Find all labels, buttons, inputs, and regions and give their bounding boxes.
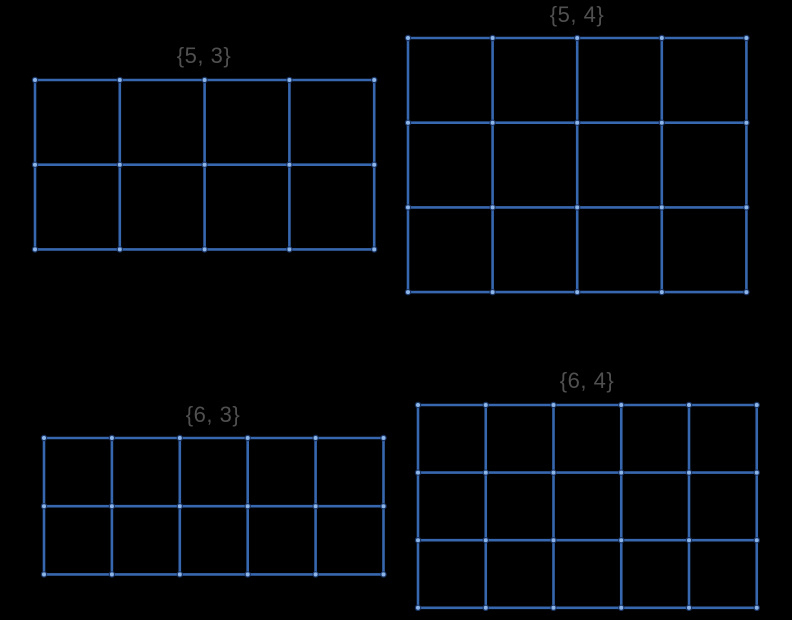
graph-vertex: [685, 604, 693, 612]
graph-vertex: [404, 288, 412, 296]
graph-vertex: [489, 288, 496, 296]
graph-vertex: [550, 604, 557, 612]
grid-graph-6x4: [414, 401, 760, 612]
graph-vertex: [550, 537, 557, 544]
graph-vertex: [618, 401, 625, 409]
graph-vertex: [685, 469, 693, 476]
graph-vertex: [116, 161, 124, 168]
graph-vertex: [286, 161, 293, 168]
graph-vertex: [489, 34, 496, 42]
graph-vertex: [286, 246, 293, 253]
graph-vertex: [31, 76, 39, 84]
graph-vertex: [574, 204, 581, 211]
grid-label-6-4: {6, 4}: [559, 368, 615, 393]
graph-vertex: [743, 204, 750, 211]
graph-vertex: [618, 469, 625, 476]
graph-vertex: [658, 288, 666, 296]
graph-vertex: [116, 246, 124, 253]
graph-vertex: [658, 34, 666, 42]
graph-vertex: [414, 469, 422, 476]
graph-vertex: [753, 401, 760, 409]
graph-vertex: [743, 119, 750, 126]
graph-vertex: [244, 571, 251, 578]
graph-vertex: [201, 161, 208, 168]
graph-vertex: [574, 288, 581, 296]
graph-vertex: [31, 161, 39, 168]
graph-vertex: [743, 288, 750, 296]
graph-vertex: [116, 76, 124, 84]
graph-vertex: [380, 434, 387, 442]
graph-vertex: [414, 537, 422, 544]
graph-vertex: [312, 571, 319, 578]
graph-vertex: [31, 246, 39, 253]
graph-vertex: [371, 246, 378, 253]
graph-vertex: [489, 119, 496, 126]
graph-vertex: [414, 401, 422, 409]
graph-vertex: [176, 503, 183, 510]
graph-vertex: [371, 161, 378, 168]
graph-vertex: [685, 537, 693, 544]
grid-label-5-4: {5, 4}: [549, 2, 605, 27]
graph-vertex: [753, 537, 760, 544]
graph-vertex: [312, 503, 319, 510]
graph-vertex: [244, 434, 251, 442]
graph-vertex: [108, 434, 116, 442]
graph-vertex: [371, 76, 378, 84]
graph-vertex: [574, 34, 581, 42]
graph-vertex: [753, 604, 760, 612]
graph-vertex: [176, 571, 183, 578]
graph-vertex: [618, 604, 625, 612]
graph-vertex: [176, 434, 183, 442]
graph-vertex: [753, 469, 760, 476]
grid-graph-5x4: [404, 34, 750, 296]
graph-vertex: [108, 571, 116, 578]
graph-vertex: [40, 434, 48, 442]
graph-vertex: [550, 469, 557, 476]
graph-vertex: [312, 434, 319, 442]
graph-vertex: [414, 604, 422, 612]
graph-vertex: [244, 503, 251, 510]
graph-vertex: [108, 503, 116, 510]
graph-vertex: [618, 537, 625, 544]
graph-vertex: [201, 246, 208, 253]
grid-label-5-3: {5, 3}: [176, 43, 232, 68]
graph-vertex: [658, 119, 666, 126]
graph-vertex: [482, 537, 489, 544]
graph-vertex: [482, 604, 489, 612]
graph-vertex: [743, 34, 750, 42]
graph-vertex: [482, 469, 489, 476]
graph-vertex: [380, 503, 387, 510]
graph-vertex: [380, 571, 387, 578]
graph-vertex: [685, 401, 693, 409]
graph-vertex: [489, 204, 496, 211]
graph-vertex: [404, 34, 412, 42]
grid-graph-5x3: [31, 76, 378, 253]
graph-vertex: [482, 401, 489, 409]
graph-vertex: [574, 119, 581, 126]
graph-vertex: [404, 204, 412, 211]
graph-vertex: [40, 503, 48, 510]
graph-vertex: [404, 119, 412, 126]
graph-vertex: [658, 204, 666, 211]
graph-vertex: [40, 571, 48, 578]
graph-vertex: [550, 401, 557, 409]
grid-graph-6x3: [40, 434, 387, 578]
graph-vertex: [286, 76, 293, 84]
grid-label-6-3: {6, 3}: [185, 402, 241, 427]
graph-vertex: [201, 76, 208, 84]
